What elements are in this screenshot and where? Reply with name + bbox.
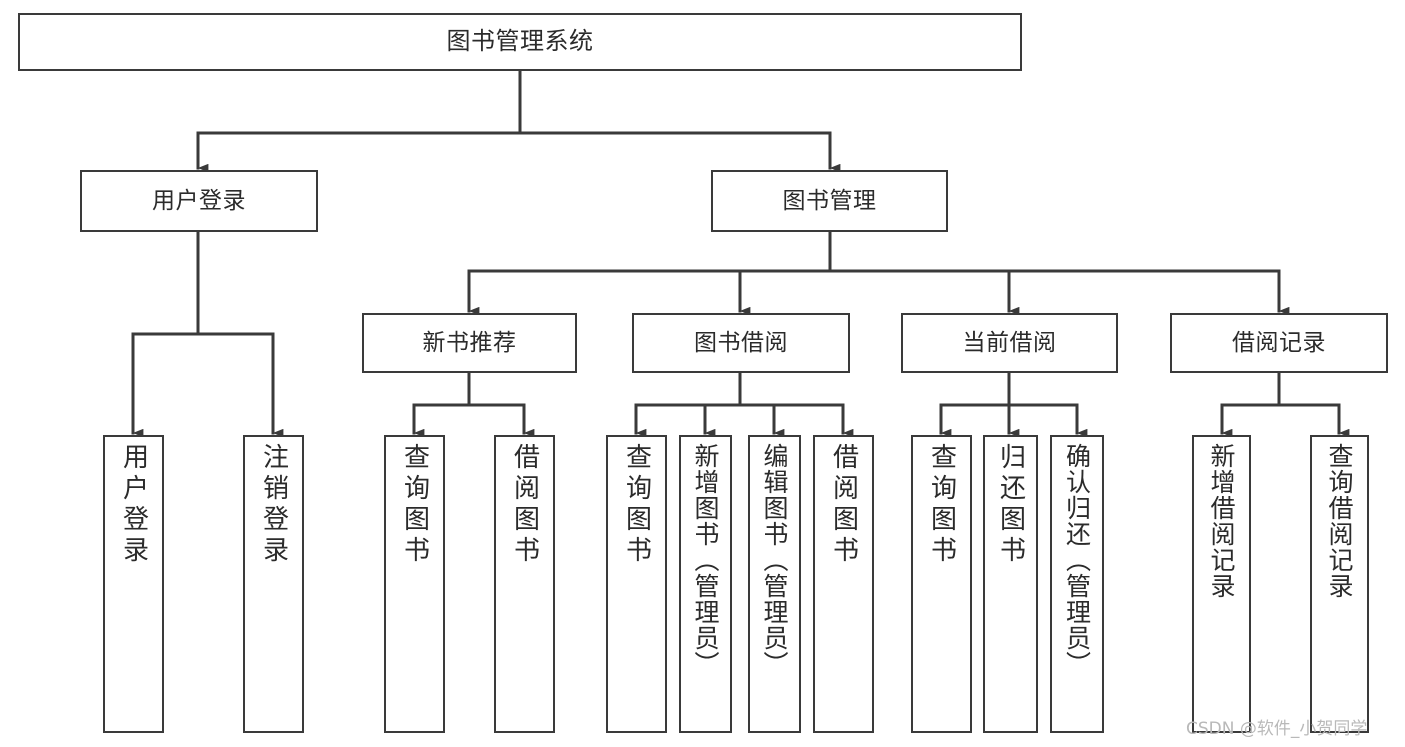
node-label: 借阅记录 [1232, 329, 1326, 356]
leaf-borrow-record-add-record[interactable]: 新增借阅记录 [1192, 435, 1251, 733]
node-label: 图书管理 [782, 187, 877, 214]
leaf-user-login-logout[interactable]: 注销登录 [243, 435, 304, 733]
node-borrow-record[interactable]: 借阅记录 [1170, 313, 1388, 373]
node-label: 用户登录 [118, 443, 149, 567]
node-label: 图书管理系统 [446, 27, 594, 56]
node-current-borrow[interactable]: 当前借阅 [901, 313, 1118, 373]
node-label: 查询借阅记录 [1325, 443, 1354, 599]
leaf-book-borrow-edit-book-admin[interactable]: 编辑图书（管理员） [748, 435, 801, 733]
node-label: 查询图书 [621, 443, 652, 567]
leaf-current-borrow-return-book[interactable]: 归还图书 [983, 435, 1038, 733]
leaf-current-borrow-confirm-return-admin[interactable]: 确认归还（管理员） [1050, 435, 1104, 733]
node-label: 新增图书（管理员） [691, 443, 720, 677]
node-root-book-management-system[interactable]: 图书管理系统 [18, 13, 1022, 71]
node-label: 当前借阅 [962, 329, 1057, 356]
node-label: 归还图书 [995, 443, 1026, 567]
node-book-borrow[interactable]: 图书借阅 [632, 313, 850, 373]
leaf-current-borrow-query-book[interactable]: 查询图书 [911, 435, 972, 733]
leaf-user-login-login[interactable]: 用户登录 [103, 435, 164, 733]
leaf-book-borrow-add-book-admin[interactable]: 新增图书（管理员） [679, 435, 732, 733]
leaf-new-book-query-book[interactable]: 查询图书 [384, 435, 445, 733]
node-label: 注销登录 [258, 443, 289, 567]
node-label: 查询图书 [926, 443, 957, 567]
leaf-borrow-record-query-record[interactable]: 查询借阅记录 [1310, 435, 1369, 733]
node-label: 确认归还（管理员） [1062, 443, 1092, 677]
leaf-book-borrow-query-book[interactable]: 查询图书 [606, 435, 667, 733]
node-label: 用户登录 [152, 187, 246, 214]
node-label: 图书借阅 [694, 329, 788, 356]
node-label: 借阅图书 [828, 443, 859, 567]
node-label: 查询图书 [399, 443, 430, 567]
node-new-book-recommend[interactable]: 新书推荐 [362, 313, 577, 373]
csdn-watermark: CSDN @软件_小贺同学 [1186, 719, 1368, 739]
node-label: 编辑图书（管理员） [760, 443, 789, 677]
node-user-login[interactable]: 用户登录 [80, 170, 318, 232]
node-label: 新增借阅记录 [1207, 443, 1236, 599]
leaf-book-borrow-borrow-book[interactable]: 借阅图书 [813, 435, 874, 733]
node-label: 新书推荐 [422, 329, 517, 356]
node-book-management[interactable]: 图书管理 [711, 170, 948, 232]
node-label: 借阅图书 [509, 443, 540, 567]
leaf-new-book-borrow-book[interactable]: 借阅图书 [494, 435, 555, 733]
